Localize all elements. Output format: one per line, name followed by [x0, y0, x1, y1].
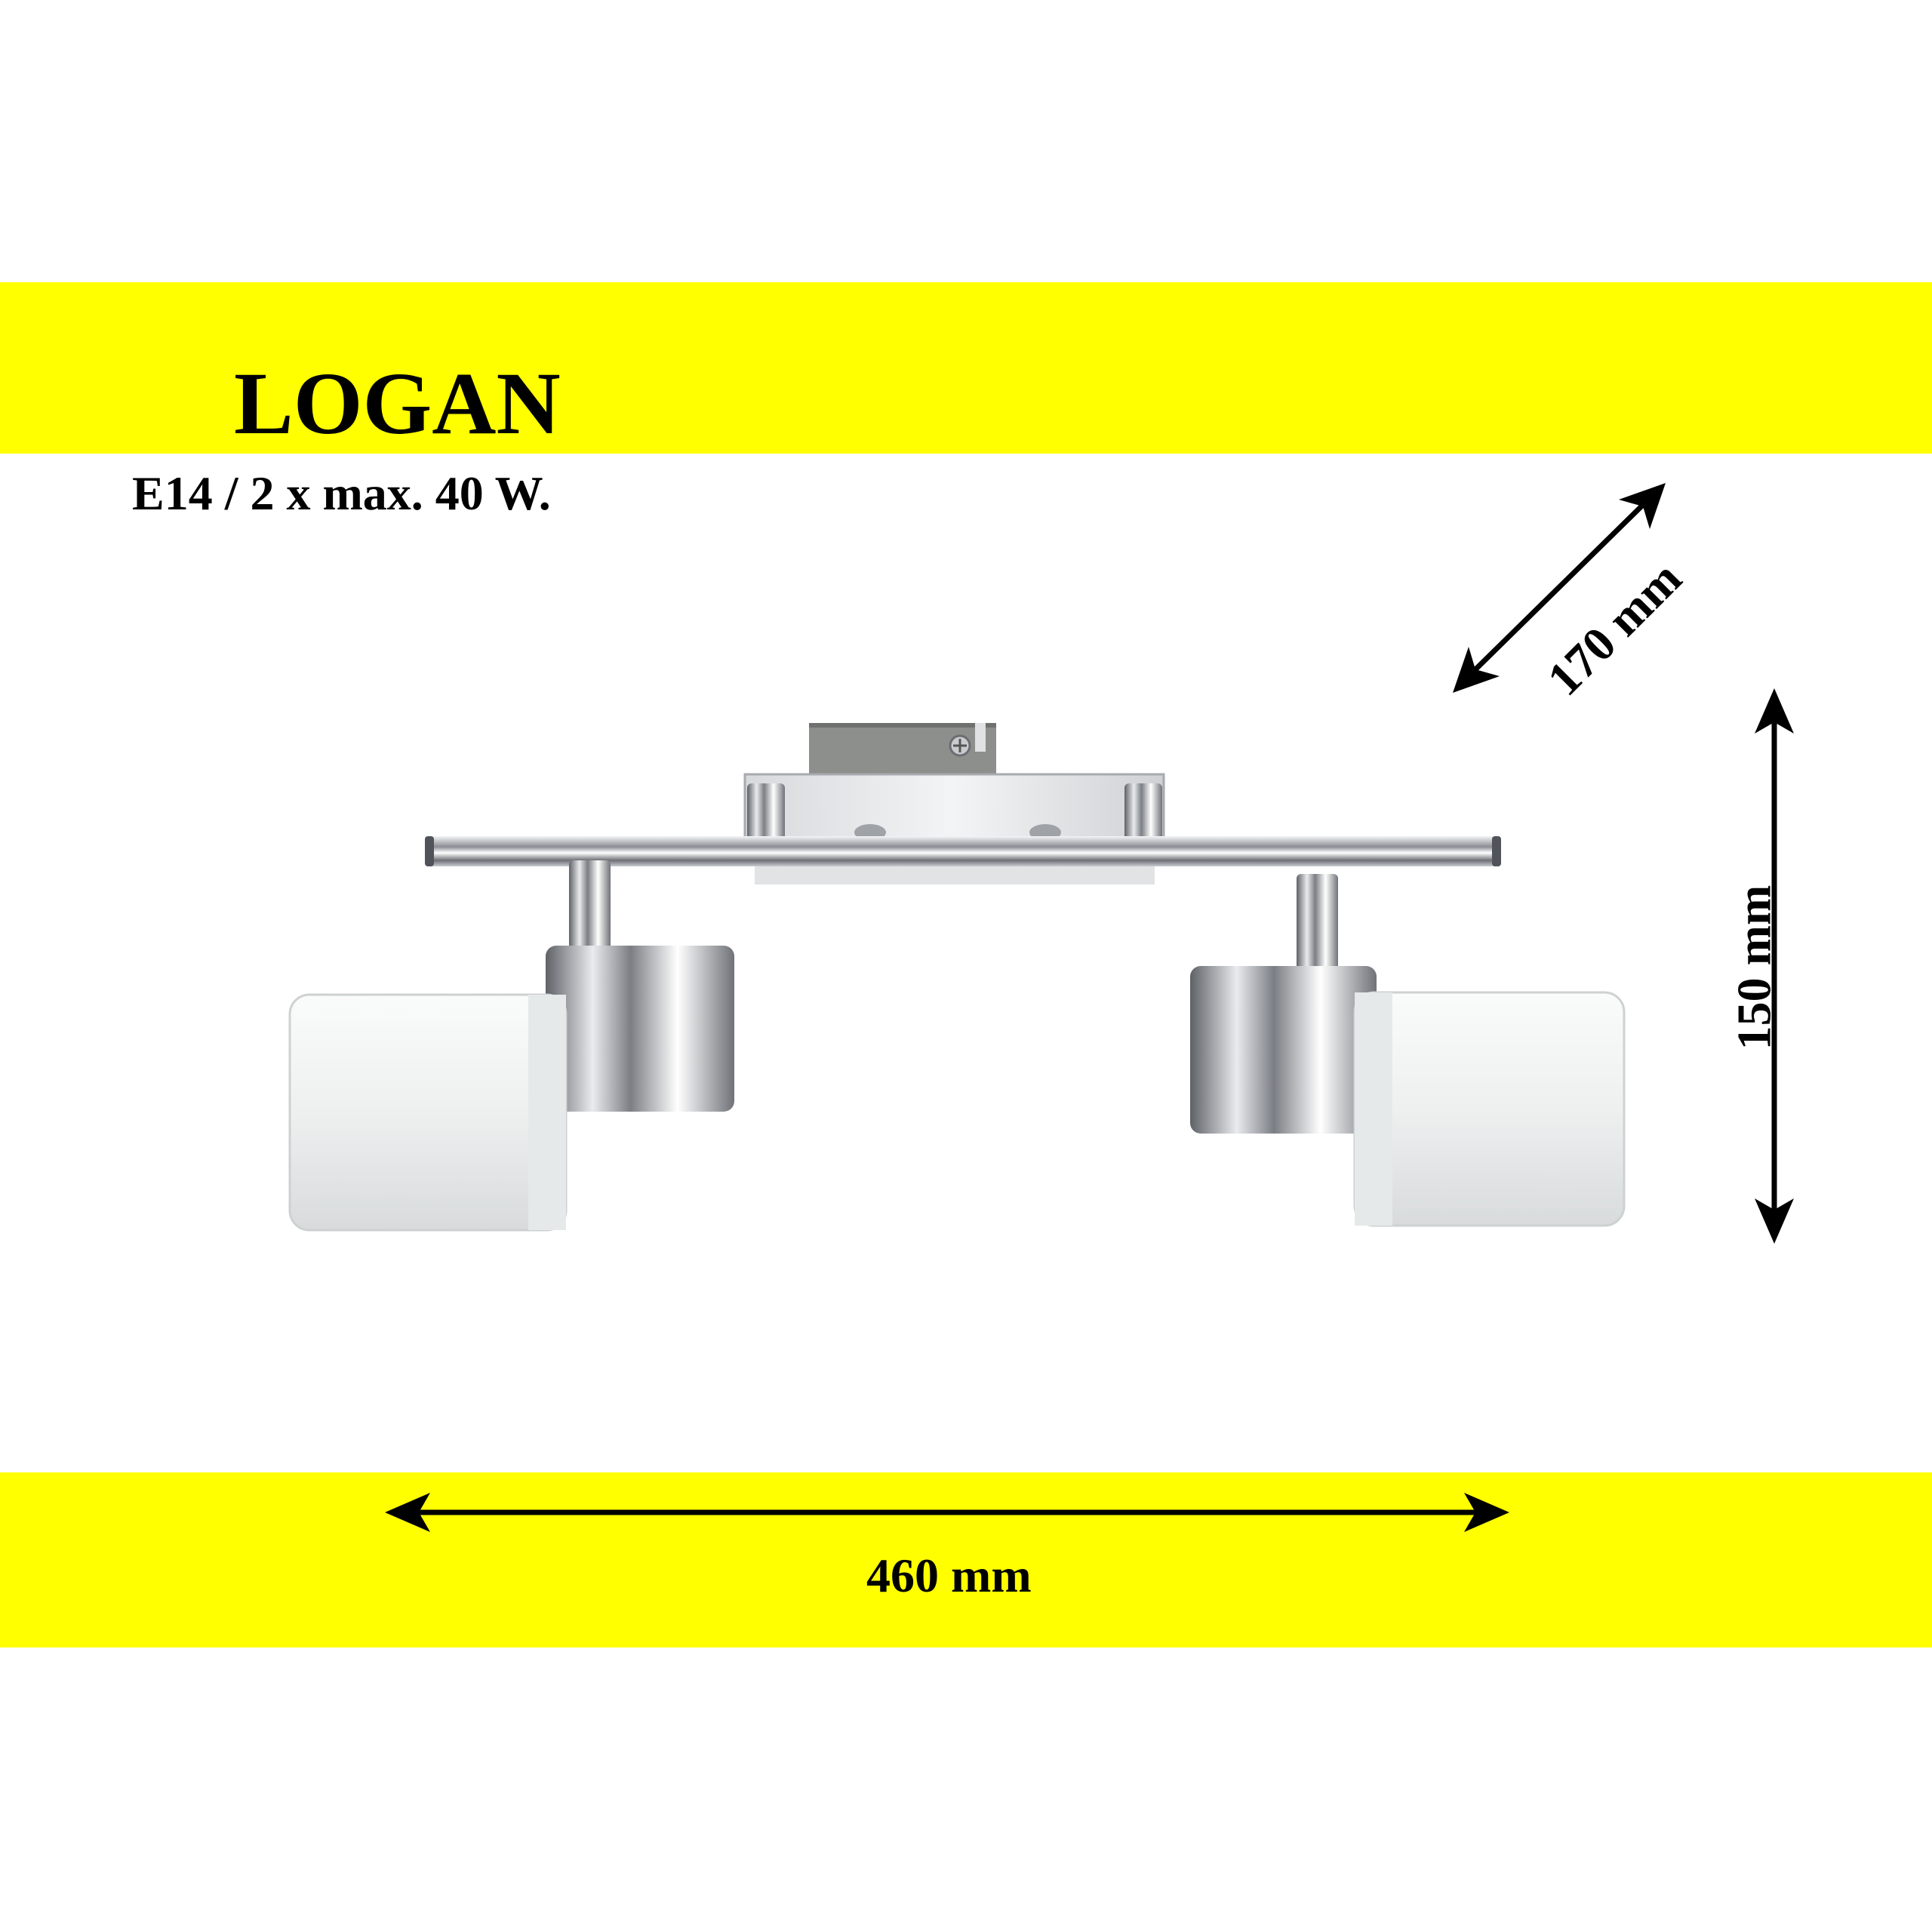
- width-arrow-icon: [385, 1493, 1509, 1532]
- height-arrow-icon: [1755, 688, 1794, 1244]
- right-spotlight: [1190, 874, 1626, 1227]
- product-title: LOGAN: [234, 354, 561, 453]
- lamp-rail: [425, 836, 1501, 866]
- depth-arrow-icon: [1453, 483, 1666, 693]
- left-spotlight: [288, 860, 734, 1232]
- width-dimension-label: 460 mm: [866, 1549, 1032, 1602]
- bulb-spec: E14 / 2 x max. 40 W.: [132, 466, 551, 520]
- top-yellow-band: [0, 282, 1932, 454]
- bottom-yellow-band: [0, 1472, 1932, 1647]
- height-dimension-label: 150 mm: [1727, 884, 1781, 1051]
